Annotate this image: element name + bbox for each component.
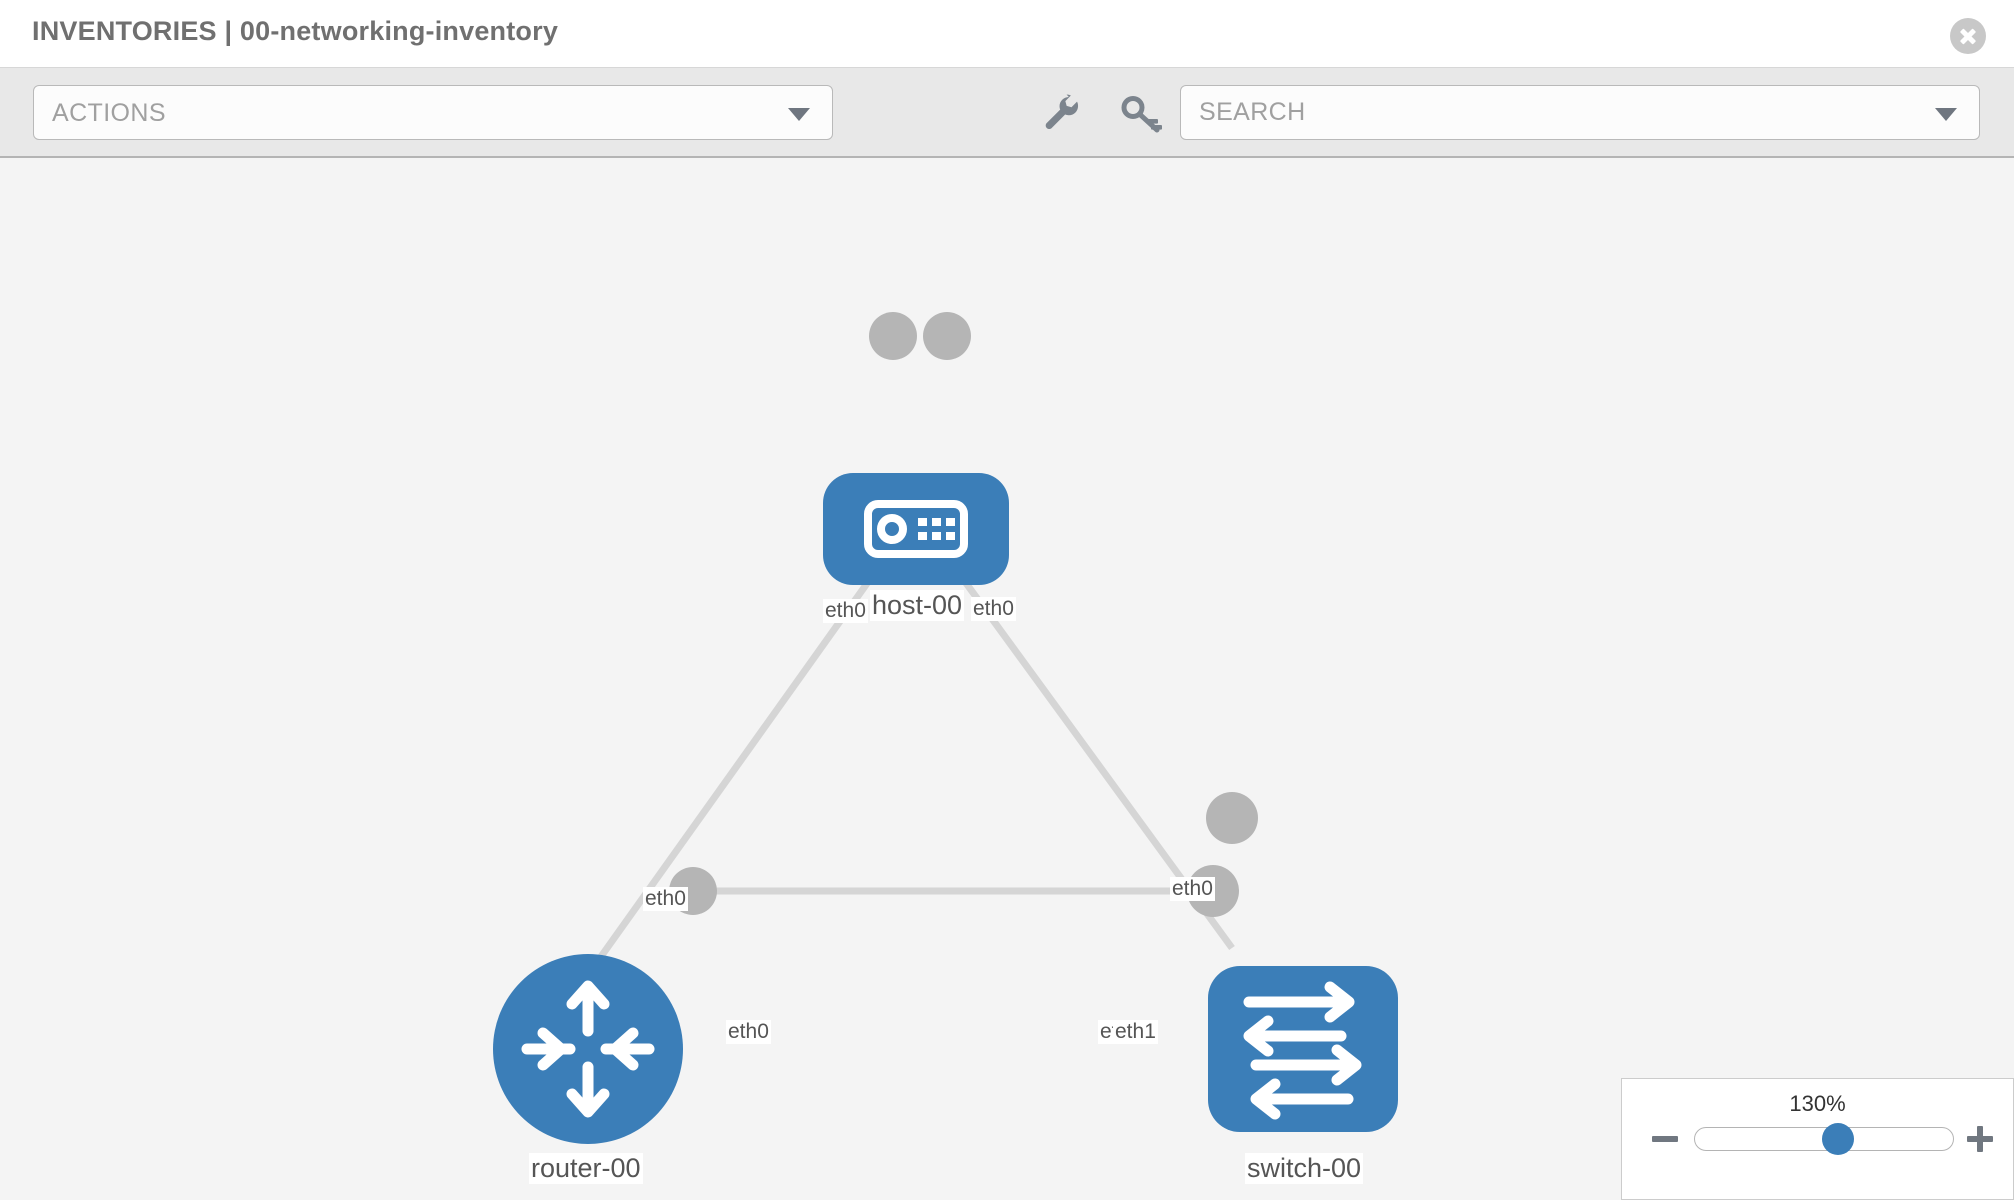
toolbar-icon-group bbox=[1040, 92, 1164, 138]
iface-label-router00-eth0-uplink: eth0 bbox=[643, 887, 688, 912]
zoom-in-button[interactable] bbox=[1965, 1124, 1995, 1154]
iface-label-switch00-eth1-west: eth1 bbox=[1113, 1020, 1158, 1045]
iface-label-switch00-eth0-uplink: eth0 bbox=[1170, 877, 1215, 902]
node-label-switch-00: switch-00 bbox=[1245, 1153, 1364, 1185]
zoom-slider-thumb[interactable] bbox=[1821, 1123, 1854, 1155]
connector-host00-right bbox=[923, 312, 971, 360]
edge-host00-router00 bbox=[597, 565, 881, 961]
topology-graph bbox=[493, 312, 1398, 1144]
page-header: INVENTORIES | 00-networking-inventory bbox=[0, 0, 2014, 68]
zoom-control-panel: 130% bbox=[1621, 1078, 2014, 1200]
key-icon[interactable] bbox=[1118, 92, 1164, 138]
node-router-00 bbox=[493, 954, 683, 1144]
server-icon bbox=[864, 500, 968, 558]
chevron-down-icon[interactable] bbox=[1935, 108, 1957, 121]
search-box[interactable] bbox=[1180, 85, 1980, 140]
page-title: INVENTORIES | 00-networking-inventory bbox=[32, 16, 559, 46]
search-input[interactable] bbox=[1181, 86, 1921, 139]
node-host-00 bbox=[823, 473, 1009, 585]
actions-dropdown[interactable]: ACTIONS bbox=[33, 85, 833, 140]
node-label-router-00: router-00 bbox=[529, 1153, 643, 1185]
node-switch-00 bbox=[1208, 966, 1398, 1132]
router-arrows-icon bbox=[521, 980, 655, 1118]
iface-label-router00-eth0-east: eth0 bbox=[726, 1020, 771, 1045]
iface-label-host00-eth0-right: eth0 bbox=[971, 597, 1016, 622]
connector-switch00-nw bbox=[1206, 792, 1258, 844]
zoom-out-button[interactable] bbox=[1650, 1124, 1680, 1154]
iface-label-host00-eth0-left: eth0 bbox=[823, 599, 868, 624]
toolbar: ACTIONS bbox=[0, 68, 2014, 158]
switch-arrows-icon bbox=[1243, 981, 1362, 1120]
chevron-down-icon bbox=[788, 108, 810, 121]
actions-dropdown-label: ACTIONS bbox=[52, 99, 166, 127]
close-icon[interactable] bbox=[1950, 18, 1986, 54]
connector-host00-left bbox=[869, 312, 917, 360]
zoom-level-value: 130% bbox=[1789, 1091, 1846, 1116]
wrench-icon[interactable] bbox=[1040, 92, 1086, 138]
node-label-host-00: host-00 bbox=[870, 590, 965, 622]
topology-canvas[interactable]: eth0 eth0 eth0 eth0 eth0 eth0 eth1 host-… bbox=[0, 158, 2014, 1200]
